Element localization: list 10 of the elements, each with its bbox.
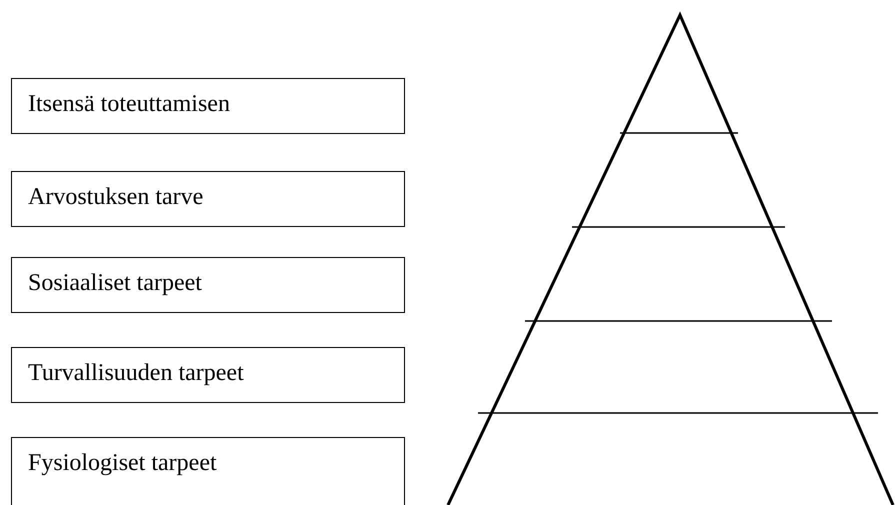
level-label: Sosiaaliset tarpeet [28, 270, 202, 297]
level-label: Fysiologiset tarpeet [28, 450, 217, 477]
answer-box [11, 171, 405, 227]
answer-box [11, 437, 405, 505]
answer-box [11, 347, 405, 403]
level-label: Arvostuksen tarve [28, 184, 204, 211]
answer-box [11, 78, 405, 134]
answer-box [11, 257, 405, 313]
level-label: Turvallisuuden tarpeet [28, 360, 244, 387]
level-label: Itsensä toteuttamisen [28, 91, 230, 118]
